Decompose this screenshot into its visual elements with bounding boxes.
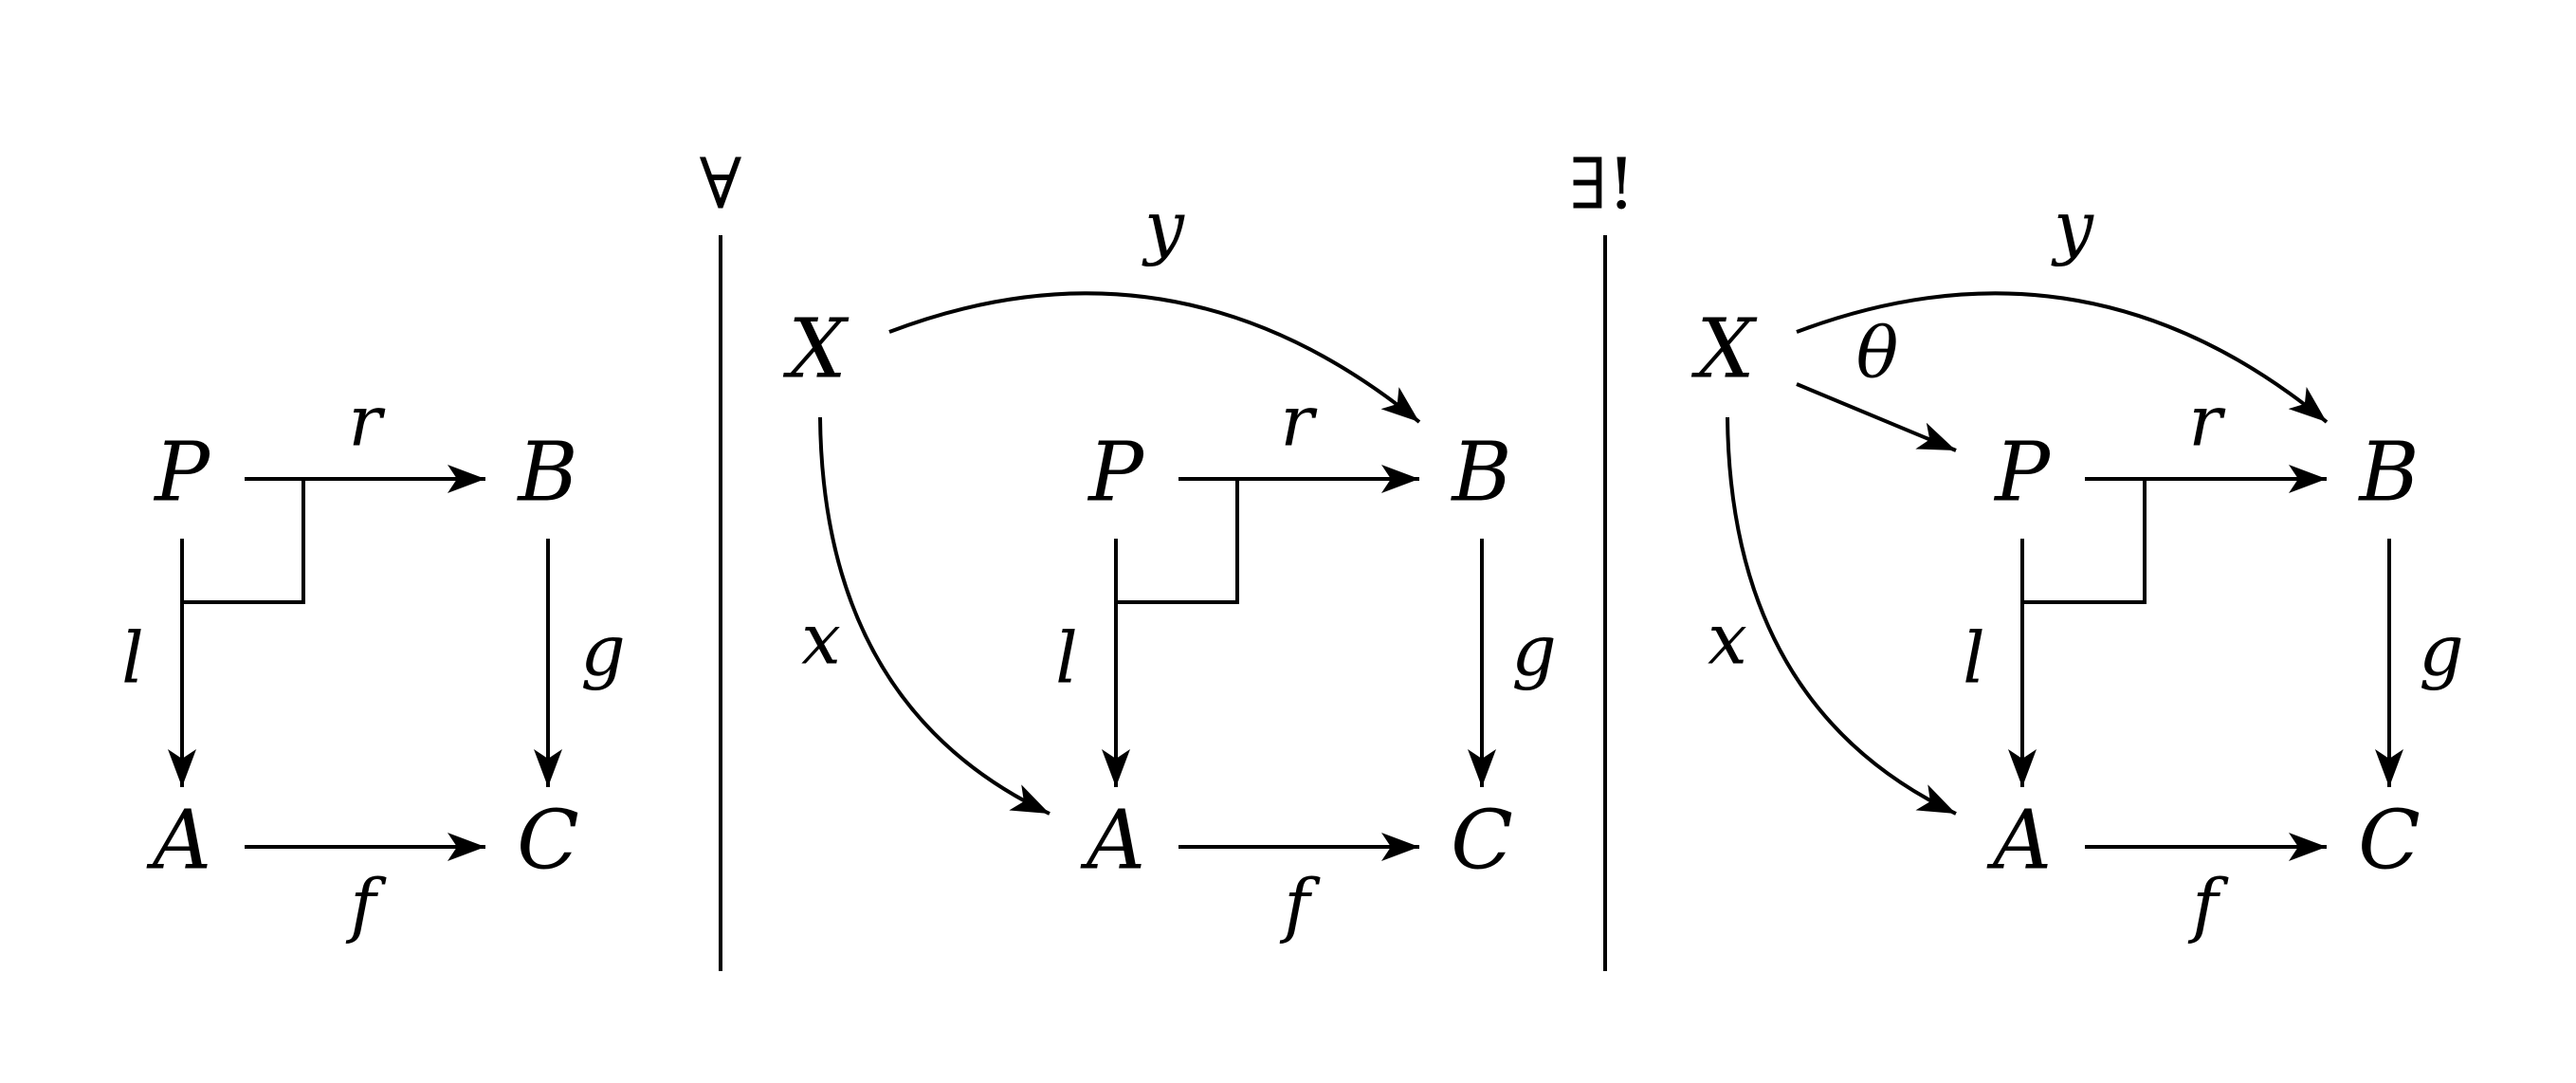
label-r: r	[2188, 380, 2226, 462]
arrow-y	[888, 291, 1421, 424]
node-c: C	[1451, 794, 1513, 889]
label-f: f	[2187, 864, 2229, 945]
label-f: f	[345, 864, 387, 945]
label-r: r	[348, 380, 386, 462]
pullback-corner-mark	[182, 479, 305, 604]
panel-for-all: X P B A C y x r f l g	[782, 186, 1556, 945]
node-b: B	[1450, 426, 1511, 521]
label-theta: θ	[1856, 312, 1899, 394]
node-x: X	[1690, 303, 1758, 397]
label-r: r	[1280, 380, 1318, 462]
node-p: P	[153, 426, 211, 521]
node-a: A	[1986, 794, 2052, 889]
panel-pullback-square: P B A C r f l g	[121, 380, 626, 945]
node-p: P	[1087, 426, 1145, 521]
arrow-y	[1796, 291, 2329, 424]
label-l: l	[1055, 617, 1078, 699]
arrow-x	[1726, 416, 1957, 816]
node-a: A	[1080, 794, 1145, 889]
arrow-x	[818, 416, 1050, 816]
arrow-theta	[1796, 382, 1957, 452]
node-a: A	[146, 794, 211, 889]
node-c: C	[2358, 794, 2421, 889]
label-g: g	[1511, 610, 1556, 691]
node-b: B	[2357, 426, 2419, 521]
label-l: l	[1963, 617, 1985, 699]
label-x: x	[801, 598, 841, 680]
label-l: l	[121, 617, 144, 699]
label-g: g	[580, 610, 625, 691]
pullback-corner-mark	[1116, 479, 1239, 604]
node-c: C	[517, 794, 579, 889]
panel-exists-unique: X P B A C y θ x r f l g	[1690, 186, 2463, 945]
pullback-corner-mark	[2022, 479, 2147, 604]
label-f: f	[1279, 864, 1321, 945]
label-y: y	[1142, 186, 1185, 267]
node-p: P	[1993, 426, 2052, 521]
quantifier-exists-unique: ∃!	[1569, 143, 1635, 225]
label-x: x	[1708, 598, 1747, 680]
node-x: X	[782, 303, 850, 397]
label-y: y	[2051, 186, 2094, 267]
label-g: g	[2419, 610, 2463, 691]
quantifier-forall: ∀	[700, 143, 742, 225]
node-b: B	[516, 426, 577, 521]
